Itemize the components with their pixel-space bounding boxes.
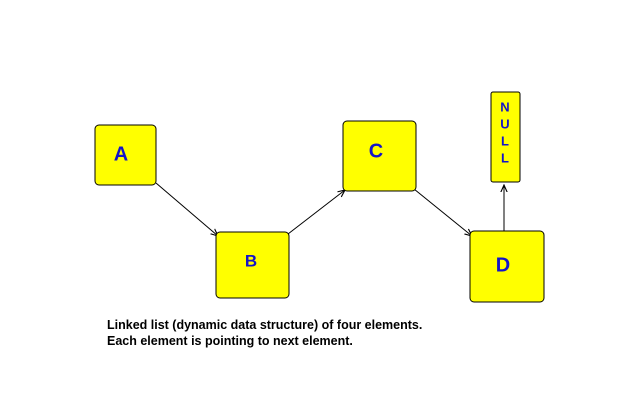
node-b-label: B: [245, 251, 257, 270]
arrow-c-to-d: [413, 188, 472, 236]
node-a-label: A: [114, 143, 128, 165]
node-c-label: C: [369, 140, 383, 162]
null-letter-4: L: [501, 150, 509, 165]
diagram-caption: Linked list (dynamic data structure) of …: [107, 317, 422, 349]
caption-line-2: Each element is pointing to next element…: [107, 334, 353, 348]
node-b: B: [215, 231, 290, 299]
null-letter-2: U: [500, 116, 509, 131]
null-letter-1: N: [500, 99, 509, 114]
null-box: N U L L: [490, 91, 521, 183]
null-letter-3: L: [501, 133, 509, 148]
node-d: D: [469, 230, 545, 303]
node-a: A: [94, 124, 157, 186]
node-c: C: [342, 120, 417, 192]
caption-line-1: Linked list (dynamic data structure) of …: [107, 318, 423, 332]
arrow-a-to-b: [155, 182, 218, 236]
arrow-b-to-c: [287, 190, 345, 235]
node-d-label: D: [496, 254, 510, 276]
